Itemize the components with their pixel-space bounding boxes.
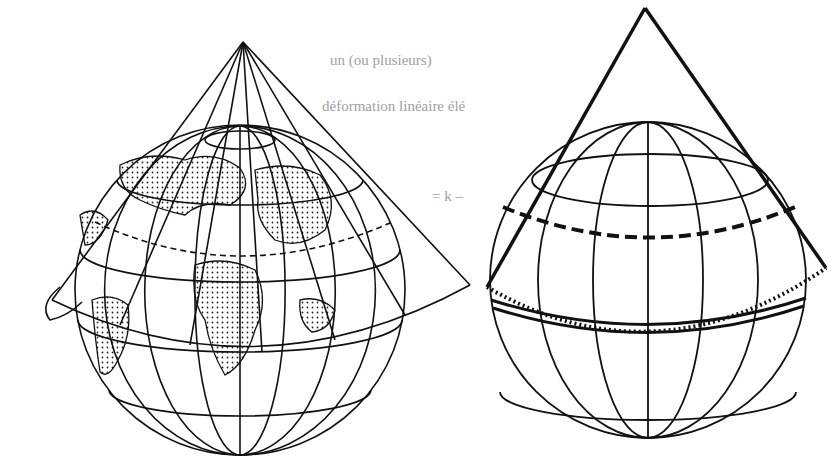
background-text: déformation linéaire élé [322, 98, 465, 115]
background-text: un (ou plusieurs) [330, 52, 432, 69]
left-cone [46, 42, 470, 352]
left-globe [75, 125, 405, 455]
right-cone [487, 8, 826, 333]
background-text: = k – [432, 188, 463, 205]
